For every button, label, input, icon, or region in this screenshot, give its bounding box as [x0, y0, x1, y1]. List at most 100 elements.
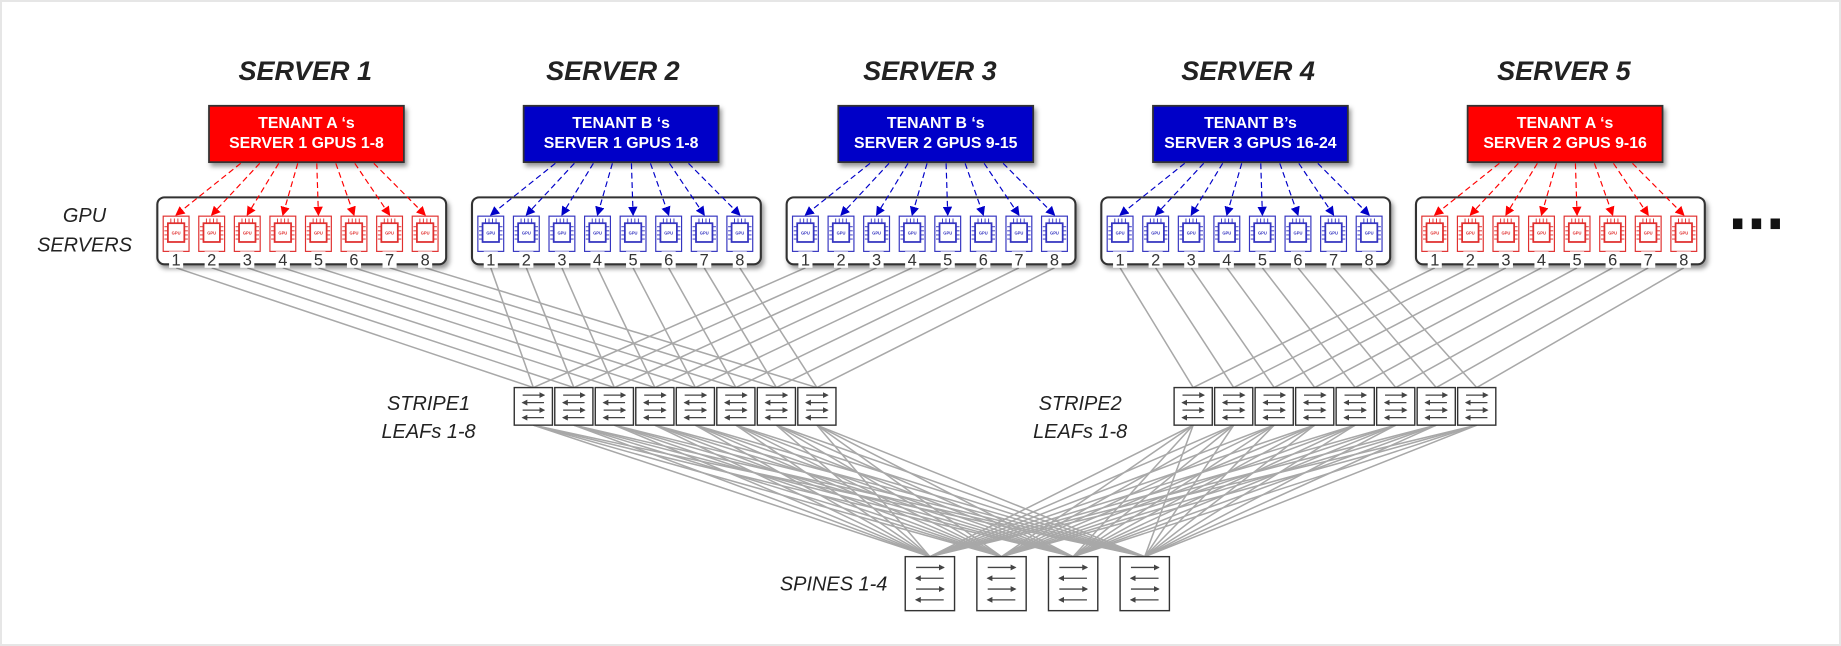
gpu-number-bg	[1148, 251, 1163, 268]
switch-icon	[1047, 555, 1099, 612]
ellipsis-dot	[1751, 218, 1762, 230]
ellipsis-dot	[1732, 218, 1743, 230]
gpu-chip-die	[552, 222, 572, 243]
leaf-spine-link	[573, 424, 1145, 558]
switch-icon	[1213, 386, 1254, 426]
gpu-number: 7	[385, 251, 394, 269]
tenant-label: TENANT A ‘s	[1517, 115, 1614, 132]
gpu-number-bg	[697, 251, 712, 268]
leaf-spine-link	[654, 424, 1074, 558]
gpu-chip-label: GPU	[243, 230, 252, 235]
switch-icon	[904, 555, 956, 612]
gpu-servers-label: SERVERS	[37, 234, 133, 256]
server-title: SERVER 1	[238, 56, 372, 86]
gpu-chip-die	[1360, 222, 1379, 243]
leaf-switch	[1416, 386, 1457, 426]
gpu-leaf-link	[632, 267, 697, 388]
gpu-number-bg	[590, 251, 605, 268]
gpu-chip-die	[380, 222, 399, 243]
gpu-chip-icon: GPU	[548, 215, 576, 252]
tenant-gpu-assignment-arrow	[561, 163, 594, 216]
gpu-chip-icon: GPU	[1106, 215, 1134, 252]
leaf-spine-link	[533, 424, 1074, 558]
tenant-gpu-assignment-arrow	[1298, 162, 1335, 216]
gpu-number: 5	[943, 251, 952, 269]
gpu-number-bg	[1463, 251, 1478, 268]
gpu-chip-icon: GPU	[1563, 215, 1591, 252]
gpu-chip-die	[1674, 222, 1693, 243]
gpu-chip-label: GPU	[557, 230, 566, 235]
leaf-switch	[675, 386, 716, 426]
gpu-chip-die	[1009, 222, 1028, 243]
gpu-leaf-link	[490, 267, 535, 388]
gpu-chip-icon: GPU	[969, 215, 997, 252]
gpu-number-bg	[418, 251, 433, 268]
gpu-chip-die	[1639, 222, 1658, 243]
gpu-leaf-link	[1395, 267, 1614, 389]
tenant-box-bg	[208, 104, 405, 164]
gpu-chip-label: GPU	[629, 230, 638, 235]
gpu-number-bg	[1570, 251, 1585, 268]
gpu-chip-icon: GPU	[655, 215, 683, 252]
gpu-chip-label: GPU	[1116, 230, 1125, 235]
gpu-leaf-link	[735, 267, 984, 389]
gpu-chip-die	[1496, 222, 1516, 243]
stripe-label: STRIPE1	[387, 393, 470, 415]
gpu-number-bg	[554, 251, 569, 268]
gpu-chip-icon: GPU	[1213, 215, 1241, 252]
leaf-switch	[513, 386, 554, 426]
gpu-chip-icon: GPU	[1177, 215, 1205, 252]
gpu-chip-label: GPU	[735, 230, 744, 235]
gpu-leaf-link	[211, 267, 575, 389]
spine-switch	[1047, 555, 1099, 612]
gpu-chip-die	[517, 222, 536, 243]
gpu-chip-icon: GPU	[1634, 215, 1662, 252]
ellipsis-dot	[1770, 218, 1780, 230]
gpu-leaf-link	[1155, 267, 1235, 388]
gpu-leaf-link	[1368, 267, 1478, 389]
gpu-chip-die	[588, 222, 607, 243]
gpu-number-bg	[1676, 251, 1691, 268]
leaf-spine-link	[1144, 424, 1356, 558]
gpu-chip-label: GPU	[421, 230, 430, 235]
gpu-number-bg	[483, 251, 498, 268]
server-title: SERVER 4	[1181, 56, 1315, 86]
tenant-gpu-assignment-arrow	[688, 162, 741, 216]
gpu-number: 4	[593, 251, 602, 269]
tenant-gpu-assignment-arrow	[246, 163, 280, 216]
gpu-number: 1	[801, 251, 810, 269]
tenant-label: TENANT A ‘s	[258, 115, 355, 132]
leaf-spine-link	[695, 424, 1074, 558]
gpu-leaf-link	[533, 267, 806, 389]
gpu-chip-label: GPU	[278, 230, 287, 235]
switch-icon	[1119, 555, 1171, 612]
switch-icon	[635, 386, 675, 426]
gpu-number: 6	[664, 251, 673, 269]
tenant-label: TENANT B’s	[1204, 115, 1297, 132]
leaf-switch	[1213, 386, 1254, 426]
gpu-chip-die	[1288, 222, 1308, 243]
leaf-switch	[716, 386, 756, 426]
tenant-gpu-assignment-arrow	[210, 162, 261, 216]
leaf-spine-link	[1144, 424, 1397, 558]
server-chassis	[785, 196, 1077, 266]
gpu-number: 2	[522, 251, 531, 269]
leaf-switch	[594, 386, 635, 426]
leaf-switch	[635, 386, 675, 426]
leaf-spine-link	[1144, 424, 1316, 558]
gpu-number: 3	[872, 251, 881, 269]
gpu-leaf-link	[282, 267, 656, 389]
tenant-label: SERVER 1 GPUS 1-8	[544, 135, 699, 152]
gpu-chip-label: GPU	[801, 230, 810, 235]
leaf-spine-link	[533, 424, 931, 558]
leaf-spine-link	[614, 424, 1145, 558]
gpu-chip-icon: GPU	[1527, 215, 1555, 252]
leaf-spine-link	[929, 424, 1356, 558]
leaf-spine-link	[614, 424, 1002, 558]
gpu-number-bg	[1047, 251, 1062, 268]
gpu-chip-icon: GPU	[376, 215, 404, 252]
gpu-number: 8	[1050, 251, 1059, 269]
leaf-spine-link	[1072, 424, 1316, 558]
